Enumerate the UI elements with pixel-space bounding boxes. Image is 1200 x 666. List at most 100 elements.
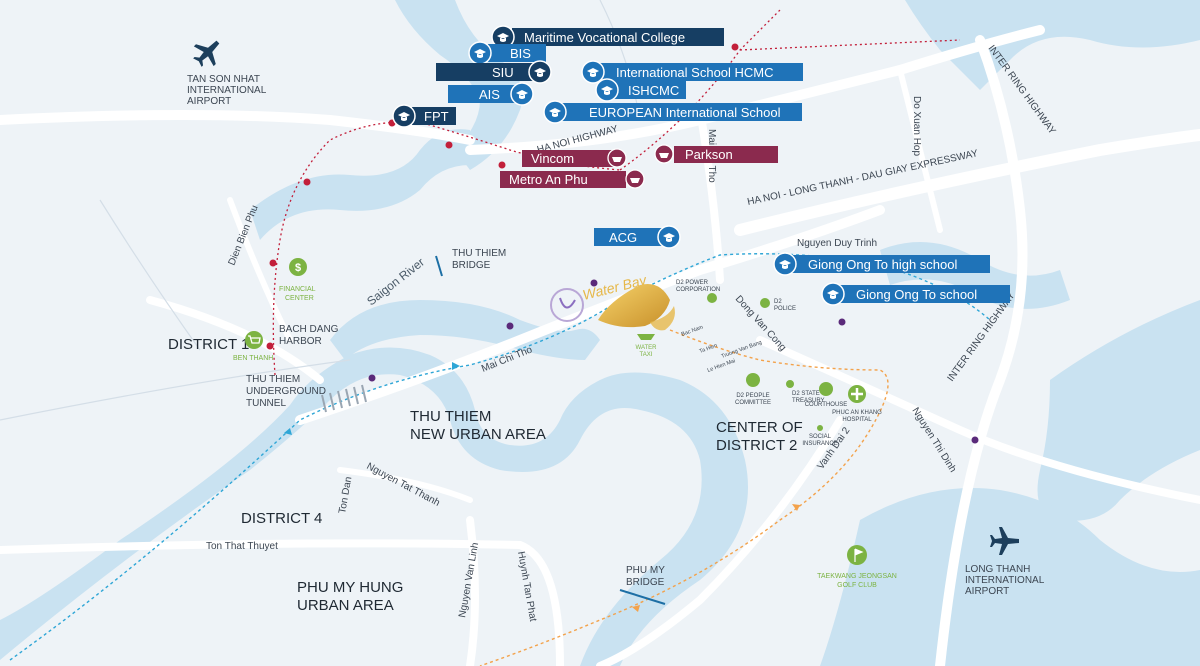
poi-label: SOCIAL (809, 434, 832, 440)
bridge-label: PHU MY (626, 565, 665, 576)
poi-label: COMMITTEE (735, 400, 771, 406)
school-tag[interactable]: Giong Ong To high school (773, 252, 990, 276)
road-label: Do Xuan Hop (911, 96, 922, 156)
poi-label: D2 STATE (792, 391, 820, 397)
tunnel-label: UNDERGROUND (246, 386, 326, 397)
poi-label: FINANCIAL (279, 286, 316, 293)
poi-label: CORPORATION (676, 287, 720, 293)
airport-label: AIRPORT (965, 586, 1009, 597)
poi-label: INSURANCE (802, 441, 837, 447)
committee-icon (746, 373, 760, 387)
shop-label: Vincom (531, 151, 574, 166)
bridge-markers (435, 255, 666, 605)
metro-station (303, 178, 311, 186)
road-label: Nguyen Duy Trinh (797, 238, 877, 249)
school-tag[interactable]: International School HCMC (581, 60, 803, 84)
shop-label: Metro An Phu (509, 172, 588, 187)
route-arrow (632, 605, 640, 612)
metro-station (266, 342, 274, 350)
airport-label: AIRPORT (187, 96, 231, 107)
airport-long-thanh: LONG THANH INTERNATIONAL AIRPORT (965, 527, 1045, 597)
school-tag[interactable]: ACG (594, 225, 681, 249)
tunnel-stripes (321, 384, 367, 413)
school-tag[interactable]: Giong Ong To school (821, 282, 1010, 306)
airport-label: TAN SON NHAT (187, 74, 260, 85)
shop-tag[interactable]: Metro An Phu (500, 169, 645, 189)
poi-label: HOSPITAL (842, 417, 872, 423)
harbor-label: BACH DANG (279, 324, 339, 335)
bridge-label: THU THIEM (452, 248, 506, 259)
school-label: ISHCMC (628, 83, 679, 98)
poi-label: BEN THANH (233, 355, 273, 362)
poi-label: TAEKWANG JEONGSAN (817, 573, 897, 580)
poi-label: POLICE (774, 306, 796, 312)
route-arrow (284, 428, 292, 435)
area-district1: DISTRICT 1 (168, 336, 249, 353)
shop-tag[interactable]: Parkson (654, 144, 778, 164)
cart-icon (245, 331, 263, 349)
shop-label: Parkson (685, 147, 733, 162)
bridge-label: BRIDGE (626, 577, 665, 588)
purple-stations (368, 279, 979, 444)
road-label: Ton That Thuyet (206, 541, 278, 552)
tunnel-label: THU THIEM (246, 374, 300, 385)
school-tag[interactable]: BIS (468, 41, 546, 65)
school-label: AIS (479, 87, 500, 102)
shop-tags: Vincom Parkson Metro An Phu (500, 144, 778, 189)
insurance-icon (817, 425, 823, 431)
poi-label: TREASURY (792, 398, 825, 404)
school-label: ACG (609, 230, 637, 245)
school-tag[interactable]: AIS (448, 82, 534, 106)
area-center-d2: CENTER OF (716, 419, 803, 436)
area-district4: DISTRICT 4 (241, 510, 322, 527)
school-tag[interactable]: Maritime Vocational College (491, 25, 724, 49)
airport-label: INTERNATIONAL (965, 575, 1045, 586)
school-tag[interactable]: ISHCMC (595, 78, 686, 102)
airplane-icon (193, 40, 220, 67)
svg-text:$: $ (295, 262, 301, 274)
airport-tan-son-nhat: TAN SON NHAT INTERNATIONAL AIRPORT (187, 40, 267, 107)
school-tag[interactable]: EUROPEAN International School (543, 100, 802, 124)
power-icon (707, 293, 717, 303)
school-label: Giong Ong To high school (808, 257, 957, 272)
airplane-icon (990, 527, 1019, 555)
area-thu-thiem: THU THIEM (410, 408, 491, 425)
route-arrow (452, 362, 460, 370)
bridge-label: BRIDGE (452, 260, 491, 271)
area-phu-my-hung: URBAN AREA (297, 597, 394, 614)
metro-station (445, 141, 453, 149)
golf-flag-icon (847, 545, 867, 565)
water-bay-logo (550, 288, 584, 322)
school-label: EUROPEAN International School (589, 105, 781, 120)
poi-label: D2 POWER (676, 280, 709, 286)
route-orange (479, 329, 889, 666)
ben-thanh-market: BEN THANH (233, 331, 273, 362)
area-center-d2: DISTRICT 2 (716, 437, 797, 454)
area-phu-my-hung: PHU MY HUNG (297, 579, 403, 596)
courthouse-icon (819, 382, 833, 396)
airport-label: LONG THANH (965, 564, 1030, 575)
project-site (598, 284, 670, 328)
school-label: SIU (492, 65, 514, 80)
shop-tag[interactable]: Vincom (522, 148, 627, 168)
school-tags: Maritime Vocational College BIS SIU Inte… (392, 25, 1010, 306)
route-arrow (792, 504, 800, 511)
harbor-label: HARBOR (279, 336, 322, 347)
metro-station (731, 43, 739, 51)
poi-label: WATER (636, 345, 658, 351)
school-tag[interactable]: FPT (392, 104, 456, 128)
boat-icon (637, 334, 655, 340)
road-layer (0, 25, 1200, 666)
school-label: International School HCMC (616, 65, 774, 80)
poi-label: COURTHOUSE (805, 402, 848, 408)
school-label: FPT (424, 109, 449, 124)
poi-label: D2 (774, 299, 782, 305)
poi-label: PHUC AN KHANG (832, 410, 882, 416)
tunnel-label: TUNNEL (246, 398, 286, 409)
school-tag[interactable]: SIU (436, 60, 552, 84)
poi-label: GOLF CLUB (837, 582, 877, 589)
dollar-icon (289, 258, 307, 276)
metro-station (498, 161, 506, 169)
school-label: Giong Ong To school (856, 287, 977, 302)
